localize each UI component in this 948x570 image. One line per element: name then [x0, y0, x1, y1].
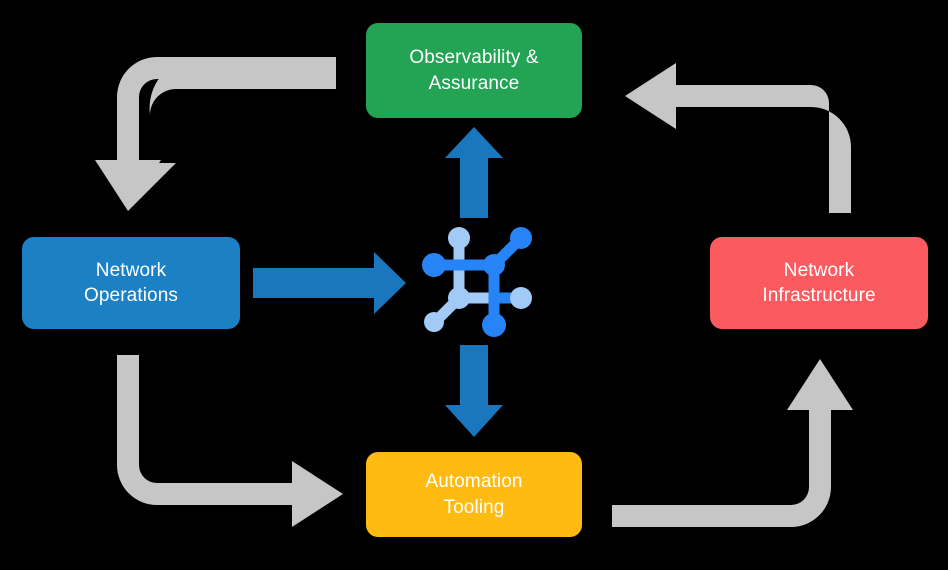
node-box-infrastructure[interactable]: Network Infrastructure — [710, 237, 928, 329]
node-box-automation[interactable]: Automation Tooling — [366, 452, 582, 537]
node-label-operations: Network Operations — [84, 259, 178, 306]
network-topology-icon — [422, 227, 532, 337]
arrow-observability-to-operations-body — [95, 57, 336, 211]
node-label-automation: Automation Tooling — [425, 471, 523, 518]
arrow-center-to-automation — [445, 345, 503, 437]
arrow-center-to-observability — [445, 127, 503, 218]
node-label-observability: Observability & Assurance — [409, 47, 539, 94]
arrow-operations-to-center — [253, 252, 406, 314]
node-box-operations[interactable]: Network Operations — [22, 237, 240, 329]
node-label-infrastructure: Network Infrastructure — [762, 259, 876, 306]
arrow-infrastructure-to-observability — [625, 63, 851, 213]
arrow-automation-to-infrastructure — [612, 359, 853, 527]
arrow-operations-to-automation — [117, 355, 343, 527]
node-box-observability[interactable]: Observability & Assurance — [366, 23, 582, 118]
arrow-observability-to-operations — [122, 57, 336, 211]
